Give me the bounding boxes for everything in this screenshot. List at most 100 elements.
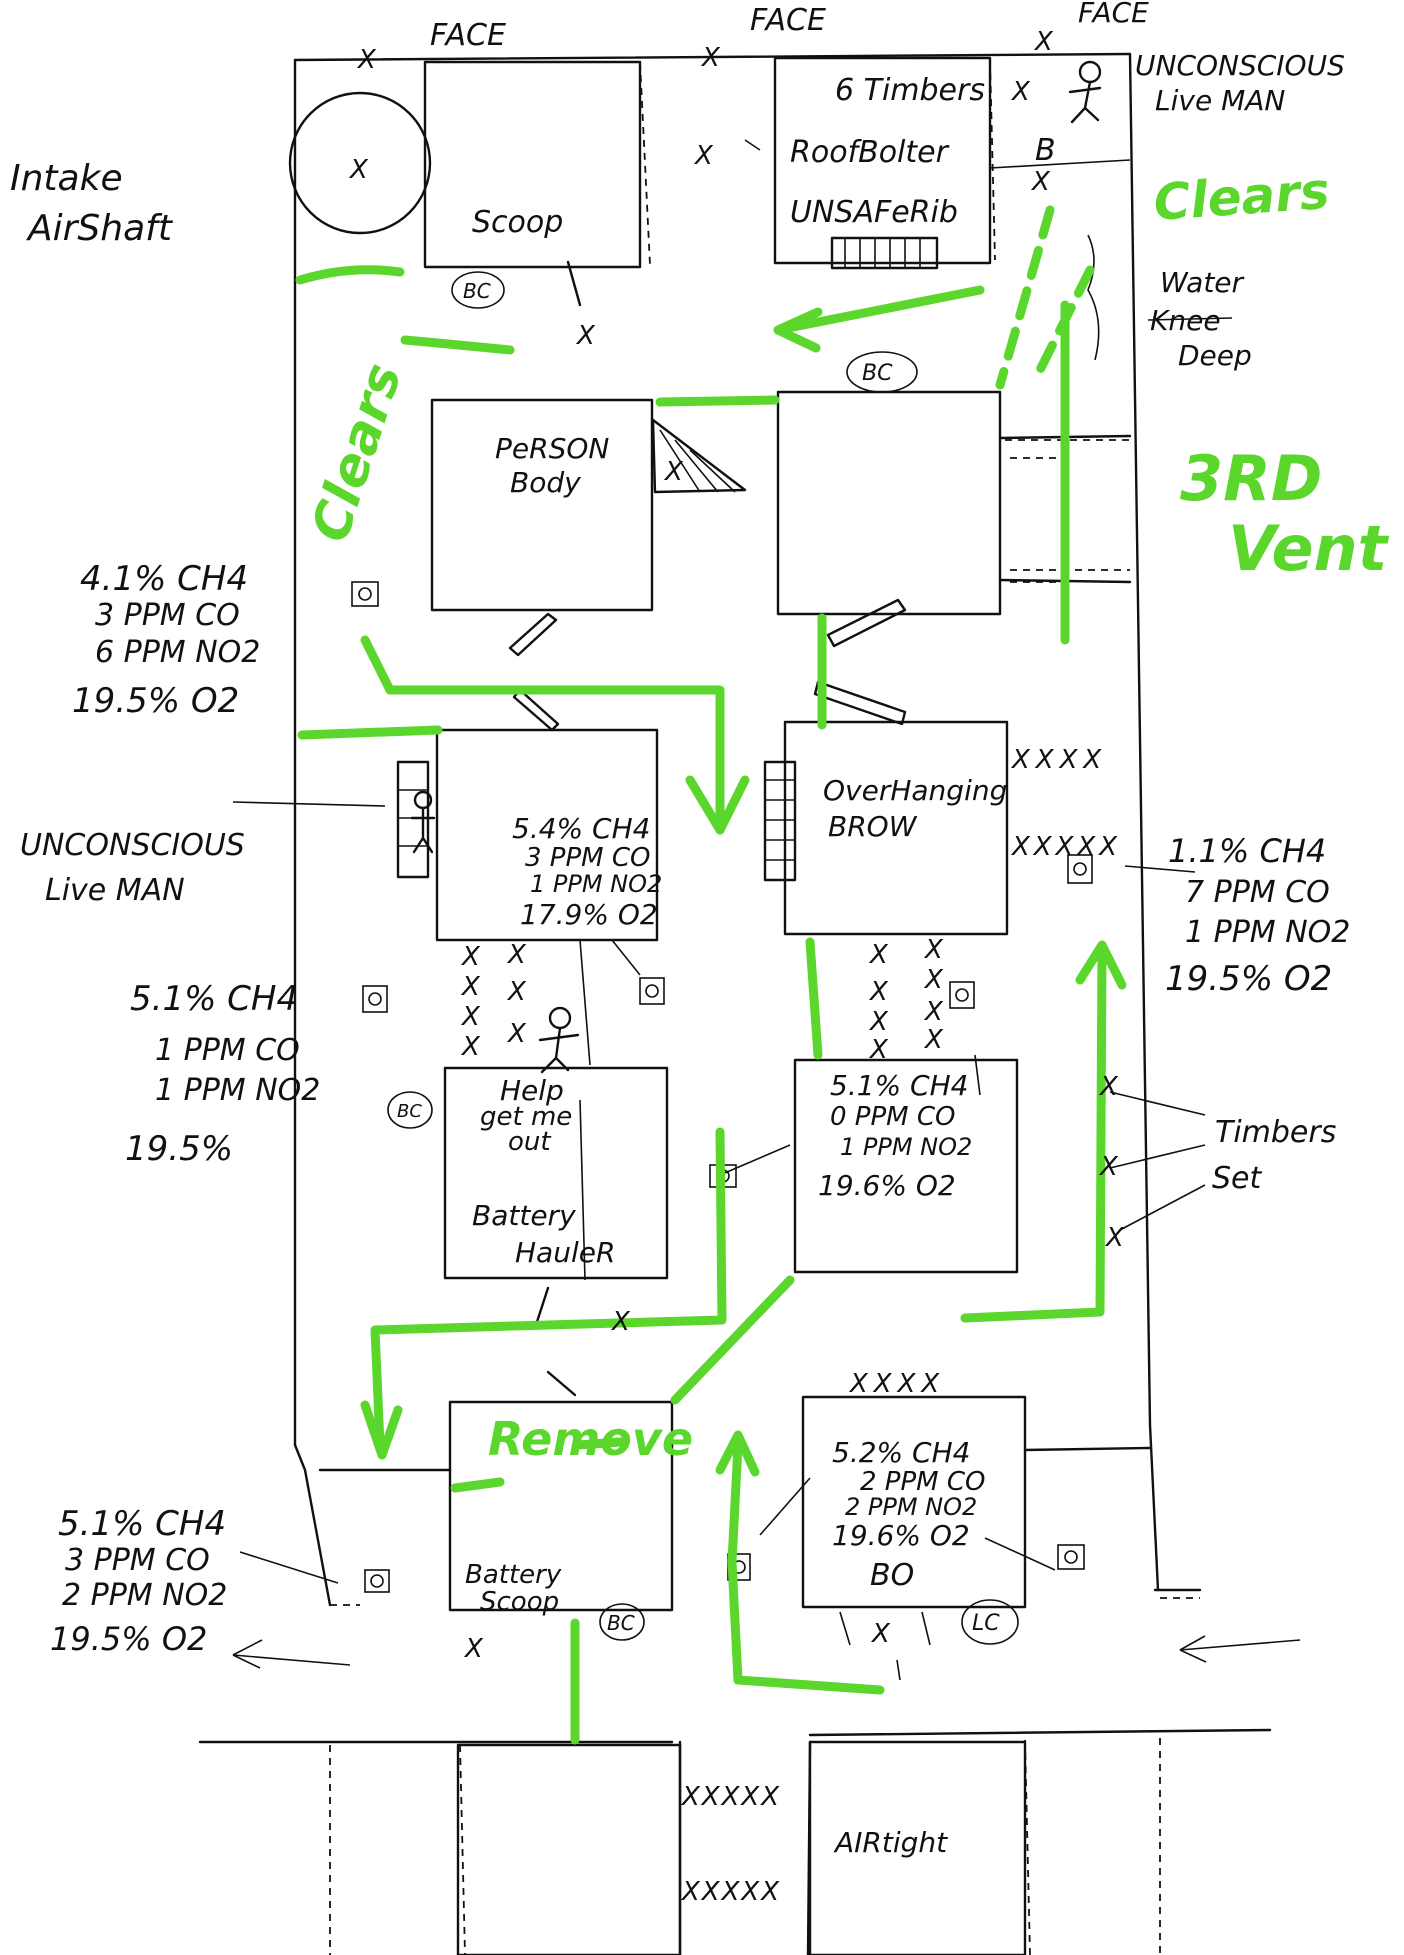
svg-text:1 PPM NO2: 1 PPM NO2: [530, 870, 662, 898]
help-label: Help: [500, 1074, 564, 1107]
svg-text:3 PPM CO: 3 PPM CO: [65, 1543, 210, 1578]
svg-text:X: X: [870, 1619, 891, 1649]
block-airtight: [808, 1740, 1027, 1955]
svg-text:X: X: [460, 1002, 481, 1032]
svg-text:5.1% CH4: 5.1% CH4: [58, 1504, 226, 1544]
svg-text:2 PPM CO: 2 PPM CO: [860, 1467, 985, 1497]
svg-text:5.1% CH4: 5.1% CH4: [830, 1069, 968, 1102]
unconscious-top-label: UNCONSCIOUS: [1135, 49, 1345, 82]
svg-text:X: X: [1010, 77, 1031, 107]
x-row-airtight-2: XXXXX: [680, 1877, 781, 1907]
svg-text:19.5%: 19.5%: [125, 1129, 233, 1169]
out-label: out: [508, 1127, 551, 1157]
svg-text:X: X: [463, 1634, 484, 1664]
svg-text:X: X: [610, 1307, 631, 1337]
bc-marker-4: BC: [607, 1611, 635, 1635]
svg-text:X: X: [1098, 1152, 1119, 1182]
pillar-battery-scoop: [448, 1400, 674, 1612]
gas-reading-center-right: 5.1% CH4 0 PPM CO 1 PPM NO2 19.6% O2: [818, 1069, 972, 1202]
knee-strikethrough: [1147, 317, 1233, 321]
svg-text:4.1% CH4: 4.1% CH4: [80, 559, 248, 599]
stick-figure-top: [1068, 60, 1102, 124]
svg-text:X: X: [575, 321, 596, 351]
bc-marker-3: BC: [397, 1101, 422, 1122]
svg-text:1 PPM CO: 1 PPM CO: [155, 1033, 300, 1068]
pillar-center-left: [435, 728, 659, 942]
svg-text:17.9% O2: 17.9% O2: [520, 898, 658, 931]
pillar-person-body: [430, 398, 654, 612]
remove-label: Remove: [488, 1412, 693, 1466]
unconscious-left-label: UNCONSCIOUS: [20, 828, 245, 863]
battery-scoop-label-1: Battery: [465, 1560, 562, 1590]
crib-overhanging: [763, 760, 797, 882]
svg-text:1 PPM NO2: 1 PPM NO2: [155, 1073, 320, 1108]
overhanging-label: OverHanging: [823, 774, 1007, 807]
svg-text:X: X: [1030, 167, 1051, 197]
svg-text:X: X: [923, 997, 944, 1027]
battery-scoop-label-2: Scoop: [480, 1587, 559, 1617]
svg-text:X: X: [1033, 27, 1054, 57]
x-row-airtight-1: XXXXX: [680, 1782, 781, 1812]
svg-text:3 PPM CO: 3 PPM CO: [95, 598, 240, 633]
svg-text:3 PPM CO: 3 PPM CO: [525, 843, 650, 873]
svg-text:0 PPM CO: 0 PPM CO: [830, 1102, 955, 1132]
svg-text:X: X: [923, 935, 944, 965]
person-label: PeRSON: [495, 432, 609, 465]
live-man-top-label: Live MAN: [1155, 84, 1285, 117]
svg-text:X: X: [1098, 1072, 1119, 1102]
svg-text:X: X: [923, 965, 944, 995]
svg-text:X: X: [700, 43, 721, 73]
svg-text:5.1% CH4: 5.1% CH4: [130, 979, 298, 1019]
svg-text:X: X: [1104, 1223, 1125, 1253]
pillars: [430, 390, 1027, 1955]
stick-figure-left: [410, 790, 436, 854]
svg-text:X: X: [868, 1007, 889, 1037]
knee-label: Knee: [1150, 304, 1221, 337]
svg-text:19.5% O2: 19.5% O2: [50, 1620, 207, 1658]
clears-label-top: Clears: [1152, 162, 1332, 232]
stick-figure-mid: [538, 1006, 580, 1074]
curtains: [508, 260, 907, 1397]
bc-marker-2: BC: [862, 361, 893, 386]
x-row-overhang-1: XXXX: [1010, 745, 1107, 775]
svg-text:5.2% CH4: 5.2% CH4: [832, 1436, 970, 1469]
x-marks: X X X X X X X X X X X X X X X X X X X X …: [348, 27, 1125, 1664]
x-row-bottom-right: XXXX: [848, 1369, 945, 1399]
body-label: Body: [510, 466, 581, 499]
water-label: Water: [1160, 266, 1245, 299]
brow-label: BROW: [828, 810, 918, 843]
airtight-label: AIRtight: [833, 1826, 948, 1859]
gas-reading-left-bottom: 5.1% CH4 3 PPM CO 2 PPM NO2 19.5% O2: [50, 1504, 227, 1658]
face-label-1: FACE: [430, 18, 506, 53]
svg-text:2 PPM NO2: 2 PPM NO2: [62, 1578, 227, 1613]
svg-text:6 PPM NO2: 6 PPM NO2: [95, 635, 260, 670]
block-bottom-left: [456, 1743, 682, 1955]
leader-lines: [232, 139, 1206, 1681]
svg-text:X: X: [868, 940, 889, 970]
svg-text:X: X: [693, 141, 714, 171]
airshaft-label: AirShaft: [26, 208, 174, 249]
svg-text:X: X: [868, 1035, 889, 1065]
bo-label: BO: [870, 1558, 914, 1593]
svg-text:2 PPM NO2: 2 PPM NO2: [845, 1493, 977, 1521]
svg-text:X: X: [460, 1032, 481, 1062]
set-label: Set: [1212, 1161, 1263, 1196]
svg-text:X: X: [460, 942, 481, 972]
lc-marker: LC: [972, 1611, 1000, 1636]
intake-label: Intake: [10, 158, 123, 199]
get-me-label: get me: [480, 1102, 572, 1132]
live-man-left-label: Live MAN: [45, 873, 185, 908]
pillar-battery-hauler: [443, 1066, 669, 1280]
bc-marker-1: BC: [463, 279, 491, 303]
svg-text:1.1% CH4: 1.1% CH4: [1168, 832, 1326, 870]
person-body-triangle: [651, 418, 747, 494]
svg-text:X: X: [663, 457, 684, 487]
green-routes: [295, 205, 1127, 1745]
battery-hauler-label-1: Battery: [472, 1199, 576, 1232]
timbers-label: 6 Timbers: [835, 73, 985, 108]
roof-bolter-label: RoofBolter: [790, 135, 950, 170]
svg-text:19.5% O2: 19.5% O2: [1165, 959, 1332, 999]
svg-text:19.6% O2: 19.6% O2: [818, 1169, 956, 1202]
svg-text:1 PPM NO2: 1 PPM NO2: [1185, 915, 1350, 950]
